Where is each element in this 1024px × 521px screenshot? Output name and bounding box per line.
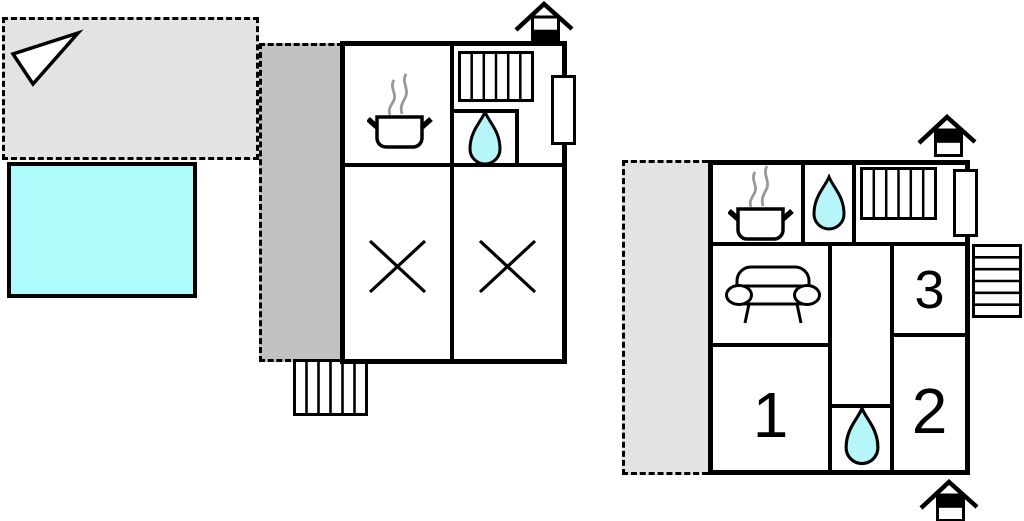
right-bath-bottom-wall-top [832, 404, 890, 408]
right-corridor-wall-left [828, 246, 832, 470]
right-top-row-wall [713, 242, 965, 246]
house-marker-upper-filled-icon [917, 114, 977, 157]
stairs-horizontal-icon [972, 244, 1022, 318]
terrace-left-building [259, 43, 343, 362]
house-marker-upper-filled-icon [919, 479, 979, 521]
right-bath-top-wall-right [852, 165, 856, 242]
right-corridor-wall-right [890, 246, 894, 470]
right-kitchen-wall [801, 165, 805, 242]
left-bath-wall-right [515, 109, 519, 167]
stairs-vertical-icon [293, 359, 368, 416]
right-living-room1-wall [713, 343, 828, 347]
water-drop-icon [468, 110, 502, 166]
swimming-pool-icon [7, 162, 197, 298]
north-arrow-icon [10, 29, 84, 87]
radiator-icon [860, 167, 937, 220]
left-building-center-wall [450, 46, 454, 359]
pot-with-steam-icon [367, 73, 433, 149]
room-3-label: 3 [914, 259, 945, 320]
left-building-door [551, 75, 576, 145]
water-drop-icon [812, 174, 846, 231]
right-room3-room2-wall [894, 333, 965, 337]
steam-lines [387, 73, 408, 116]
room-2-label: 2 [911, 374, 948, 447]
room-1-label: 1 [752, 378, 789, 451]
water-drop-icon [844, 406, 880, 466]
sofa-icon [725, 265, 821, 324]
house-marker-lower-filled-icon [514, 1, 574, 44]
x-cross-icon [478, 239, 537, 294]
radiator-icon [458, 51, 534, 102]
right-building-door [953, 169, 978, 237]
x-cross-icon [368, 239, 427, 294]
terrace-right-building [622, 160, 708, 475]
left-building-cross-wall [345, 163, 562, 167]
pot-with-steam-icon [728, 165, 794, 241]
terrace-upper-left [2, 17, 259, 160]
steam-lines [748, 165, 769, 208]
